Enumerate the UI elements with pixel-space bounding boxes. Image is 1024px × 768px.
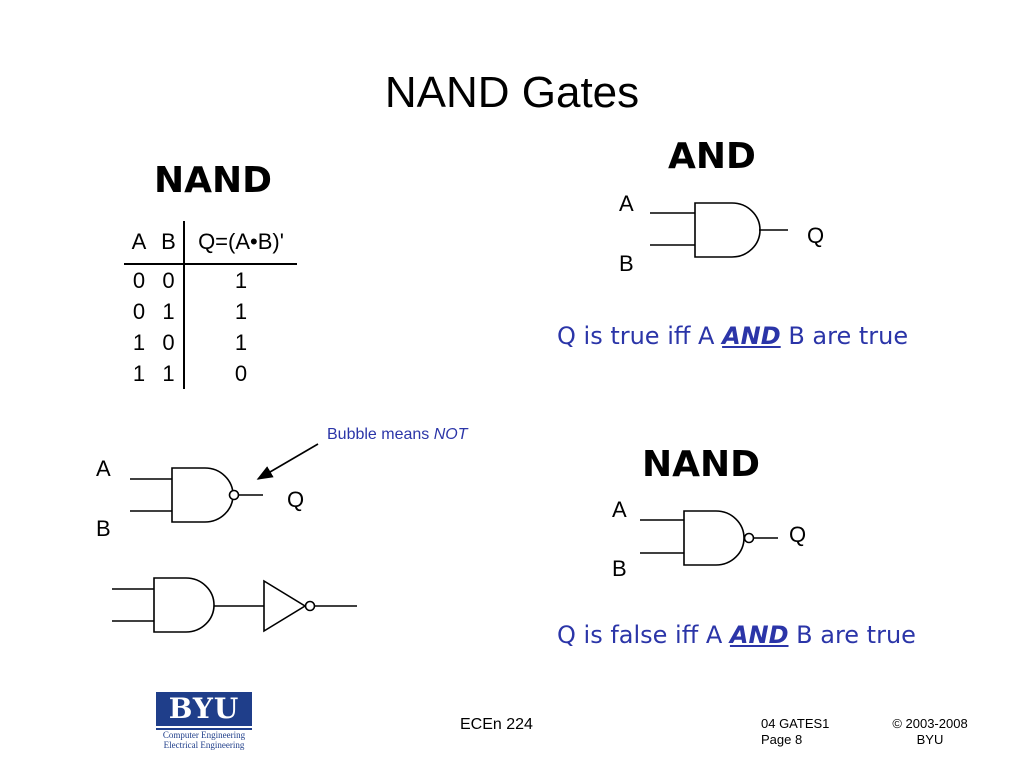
logo-line-1: Computer Engineering — [162, 730, 246, 740]
and-statement-emphasis: AND — [722, 322, 781, 350]
bubble-annotation-emphasis: NOT — [433, 426, 468, 443]
course-name: ECEn 224 — [460, 716, 533, 733]
nand-gate-left-symbol — [130, 467, 263, 523]
nand-statement-emphasis: AND — [729, 621, 789, 649]
cell: 1 — [234, 267, 248, 293]
cell: 1 — [154, 358, 185, 389]
truth-table-row: 1 1 0 — [124, 358, 297, 389]
logo-line-2: Electrical Engineering — [163, 740, 245, 750]
inverter-bubble-icon — [304, 600, 316, 612]
bubble-annotation-text: Bubble means — [327, 426, 434, 443]
slide-title: NAND Gates — [384, 68, 640, 117]
truth-table-header: A B Q=(A•B)' — [124, 221, 297, 265]
nand-bubble-icon — [228, 489, 240, 501]
cell: 1 — [132, 329, 146, 355]
cell: 0 — [154, 327, 185, 358]
cell: 1 — [154, 296, 185, 327]
cell: 1 — [132, 360, 146, 386]
and-not-equivalent-symbol — [112, 577, 357, 633]
byu-logo-caption: Computer Engineering Electrical Engineer… — [156, 728, 252, 750]
header-q: Q=(A•B)' — [184, 221, 297, 265]
nand-heading: NAND — [154, 160, 273, 201]
byu-logo-mark: BYU — [156, 692, 252, 726]
nand-right-input-b-label: B — [612, 556, 627, 581]
truth-table-row: 0 1 1 — [124, 296, 297, 327]
nand-left-input-a-label: A — [96, 456, 111, 481]
copyright: © 2003-2008 — [892, 716, 968, 731]
cell: 0 — [154, 264, 185, 296]
cell: 0 — [132, 298, 146, 324]
cell: 1 — [234, 329, 248, 355]
inverter-triangle-icon — [263, 579, 307, 633]
and-statement-pre: Q is true iff A — [557, 322, 723, 350]
nand-left-input-b-label: B — [96, 516, 111, 541]
and-input-b-label: B — [619, 251, 634, 276]
nand-statement-post: B are true — [788, 621, 916, 649]
and-gate-symbol — [650, 202, 788, 258]
bubble-annotation: Bubble means NOT — [327, 426, 468, 444]
truth-table-row: 0 0 1 — [124, 264, 297, 296]
truth-table: A B Q=(A•B)' 0 0 1 0 1 1 1 0 1 1 1 0 — [124, 221, 297, 389]
annotation-arrow-icon — [256, 443, 319, 480]
header-a: A — [124, 221, 154, 265]
page-number: Page 8 — [761, 732, 803, 747]
copyright-info: © 2003-2008 BYU — [880, 716, 980, 748]
org-name: BYU — [916, 732, 944, 747]
nand-right-bubble-icon — [743, 532, 755, 544]
and-input-a-label: A — [619, 191, 634, 216]
nand-left-output-label: Q — [287, 487, 305, 512]
and-statement: Q is true iff A AND B are true — [557, 322, 908, 350]
nand-statement: Q is false iff A AND B are true — [557, 621, 916, 649]
and-heading: AND — [668, 136, 756, 177]
nand-gate-right-symbol — [640, 510, 778, 566]
cell: 0 — [234, 360, 248, 386]
byu-logo: BYU Computer Engineering Electrical Engi… — [156, 692, 252, 750]
cell: 1 — [234, 298, 248, 324]
nand-heading-2: NAND — [642, 444, 761, 485]
truth-table-row: 1 0 1 — [124, 327, 297, 358]
deck-info: 04 GATES1 Page 8 — [761, 716, 829, 748]
cell: 0 — [132, 267, 146, 293]
nand-right-input-a-label: A — [612, 497, 627, 522]
and-statement-post: B are true — [780, 322, 909, 350]
header-b: B — [154, 221, 185, 265]
deck-name: 04 GATES1 — [761, 716, 830, 731]
nand-right-output-label: Q — [789, 522, 807, 547]
nand-statement-pre: Q is false iff A — [557, 621, 730, 649]
and-output-label: Q — [807, 223, 825, 248]
